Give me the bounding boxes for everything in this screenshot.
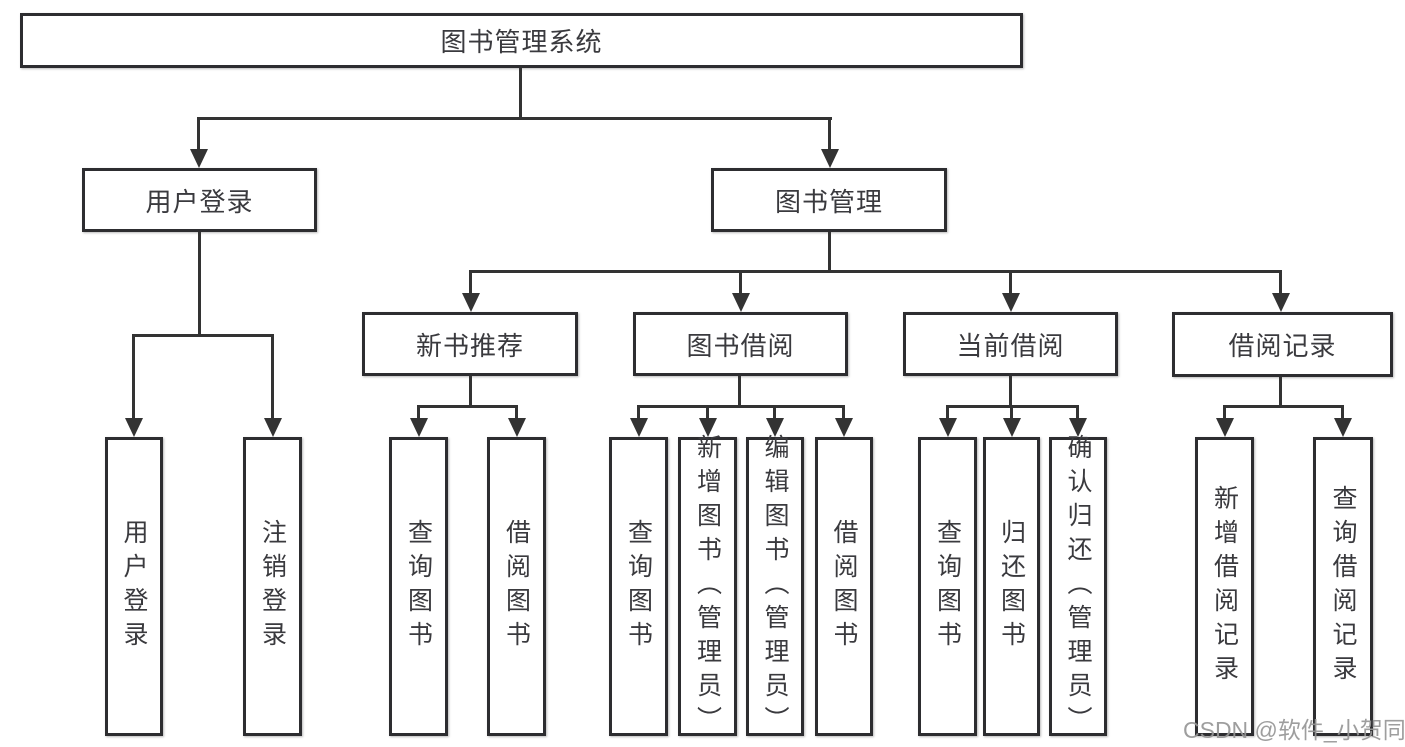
leaf-br-add-record: 新增借阅记录 bbox=[1195, 437, 1254, 736]
arrowhead-to-leaf-user-login bbox=[125, 418, 143, 437]
arrowhead-to-new-book bbox=[462, 293, 480, 312]
connector-drop-new-book bbox=[469, 270, 472, 296]
arrowhead-to-book-management bbox=[821, 149, 839, 168]
leaf-cb-confirm-return-admin: 确认归还（管理员） bbox=[1049, 434, 1107, 740]
leaf-bb-edit-books-admin: 编辑图书（管理员） bbox=[746, 434, 804, 740]
node-new-book-recommendation-label: 新书推荐 bbox=[415, 330, 524, 361]
connector-book-management-branch bbox=[469, 270, 1281, 273]
connector-root-branch bbox=[198, 117, 832, 120]
connector-borrowing-records-branch bbox=[1223, 405, 1344, 408]
connector-drop-nbr-query bbox=[417, 405, 420, 421]
arrowhead-to-bb-borrow bbox=[835, 418, 853, 437]
connector-drop-book-management bbox=[828, 117, 831, 152]
csdn-watermark: CSDN @软件_小贺同学 bbox=[1183, 717, 1405, 743]
arrowhead-to-cb-return bbox=[1003, 418, 1021, 437]
arrowhead-to-cb-confirm bbox=[1069, 418, 1087, 437]
arrowhead-to-br-query bbox=[1334, 418, 1352, 437]
node-borrowing-records-label: 借阅记录 bbox=[1228, 331, 1337, 361]
arrowhead-to-nbr-query bbox=[410, 418, 428, 437]
connector-drop-cb-return bbox=[1010, 405, 1013, 421]
leaf-cb-return-books-label: 归还图书 bbox=[997, 518, 1026, 655]
connector-borrowing-records-stem bbox=[1279, 377, 1282, 408]
connector-user-login-branch bbox=[133, 334, 274, 337]
connector-drop-nbr-borrow bbox=[515, 405, 518, 421]
arrowhead-to-cb-query bbox=[939, 418, 957, 437]
leaf-bb-add-books-admin: 新增图书（管理员） bbox=[678, 434, 737, 740]
connector-drop-user-login bbox=[197, 117, 200, 152]
leaf-user-login-label: 用户登录 bbox=[120, 518, 148, 655]
leaf-user-login: 用户登录 bbox=[105, 437, 163, 736]
connector-drop-bb-edit bbox=[773, 405, 776, 421]
leaf-bb-query-books: 查询图书 bbox=[609, 437, 668, 736]
node-current-borrowing-label: 当前借阅 bbox=[956, 330, 1065, 361]
leaf-bb-edit-books-admin-label: 编辑图书（管理员） bbox=[761, 433, 789, 740]
node-user-login-label: 用户登录 bbox=[145, 186, 254, 217]
connector-book-borrowing-branch bbox=[637, 405, 845, 408]
connector-drop-br-query bbox=[1341, 405, 1344, 421]
leaf-bb-borrow-books: 借阅图书 bbox=[815, 437, 873, 736]
node-borrowing-records: 借阅记录 bbox=[1172, 312, 1393, 377]
connector-drop-bb-borrow bbox=[842, 405, 845, 421]
leaf-cb-return-books: 归还图书 bbox=[983, 437, 1040, 736]
connector-book-borrowing-stem bbox=[738, 376, 741, 408]
connector-root-stem bbox=[519, 68, 522, 120]
connector-drop-leaf-user-login bbox=[132, 334, 135, 421]
leaf-cb-query-books-label: 查询图书 bbox=[933, 518, 962, 655]
leaf-nbr-borrow-books-label: 借阅图书 bbox=[502, 518, 531, 655]
connector-new-book-branch bbox=[417, 405, 518, 408]
connector-new-book-stem bbox=[469, 376, 472, 408]
connector-drop-br-add bbox=[1223, 405, 1226, 421]
connector-user-login-stem bbox=[198, 232, 201, 337]
arrowhead-to-bb-add bbox=[699, 418, 717, 437]
leaf-bb-query-books-label: 查询图书 bbox=[624, 518, 653, 655]
node-root-label: 图书管理系统 bbox=[440, 27, 603, 57]
node-book-management-label: 图书管理 bbox=[774, 186, 883, 217]
connector-current-borrowing-stem bbox=[1009, 376, 1012, 408]
leaf-br-query-record: 查询借阅记录 bbox=[1313, 437, 1373, 736]
node-book-borrowing-label: 图书借阅 bbox=[686, 330, 795, 361]
leaf-nbr-query-books-label: 查询图书 bbox=[404, 518, 433, 655]
connector-drop-cb-query bbox=[946, 405, 949, 421]
leaf-logout: 注销登录 bbox=[243, 437, 302, 736]
node-book-management: 图书管理 bbox=[711, 168, 947, 232]
arrowhead-to-user-login bbox=[190, 149, 208, 168]
connector-drop-current-borrowing bbox=[1009, 270, 1012, 296]
arrowhead-to-current-borrowing bbox=[1002, 293, 1020, 312]
leaf-cb-query-books: 查询图书 bbox=[918, 437, 977, 736]
arrowhead-to-nbr-borrow bbox=[508, 418, 526, 437]
node-new-book-recommendation: 新书推荐 bbox=[362, 312, 578, 376]
connector-drop-cb-confirm bbox=[1076, 405, 1079, 421]
arrowhead-to-book-borrowing bbox=[732, 293, 750, 312]
connector-drop-bb-add bbox=[706, 405, 709, 421]
arrowhead-to-leaf-logout bbox=[264, 418, 282, 437]
arrowhead-to-borrowing-records bbox=[1272, 293, 1290, 312]
leaf-nbr-query-books: 查询图书 bbox=[389, 437, 448, 736]
arrowhead-to-br-add bbox=[1216, 418, 1234, 437]
leaf-cb-confirm-return-admin-label: 确认归还（管理员） bbox=[1064, 433, 1092, 740]
node-current-borrowing: 当前借阅 bbox=[903, 312, 1118, 376]
leaf-logout-label: 注销登录 bbox=[258, 518, 287, 655]
leaf-bb-borrow-books-label: 借阅图书 bbox=[830, 518, 858, 655]
node-book-borrowing: 图书借阅 bbox=[633, 312, 848, 376]
connector-drop-bb-query bbox=[637, 405, 640, 421]
arrowhead-to-bb-query bbox=[630, 418, 648, 437]
connector-drop-leaf-logout bbox=[271, 334, 274, 421]
connector-drop-borrowing-records bbox=[1279, 270, 1282, 296]
leaf-br-query-record-label: 查询借阅记录 bbox=[1329, 484, 1357, 689]
leaf-br-add-record-label: 新增借阅记录 bbox=[1210, 484, 1239, 689]
connector-drop-book-borrowing bbox=[739, 270, 742, 296]
arrowhead-to-bb-edit bbox=[766, 418, 784, 437]
connector-book-management-stem bbox=[828, 232, 831, 273]
node-root-library-management-system: 图书管理系统 bbox=[20, 13, 1023, 68]
leaf-nbr-borrow-books: 借阅图书 bbox=[487, 437, 546, 736]
node-user-login: 用户登录 bbox=[82, 168, 317, 232]
leaf-bb-add-books-admin-label: 新增图书（管理员） bbox=[693, 433, 722, 740]
